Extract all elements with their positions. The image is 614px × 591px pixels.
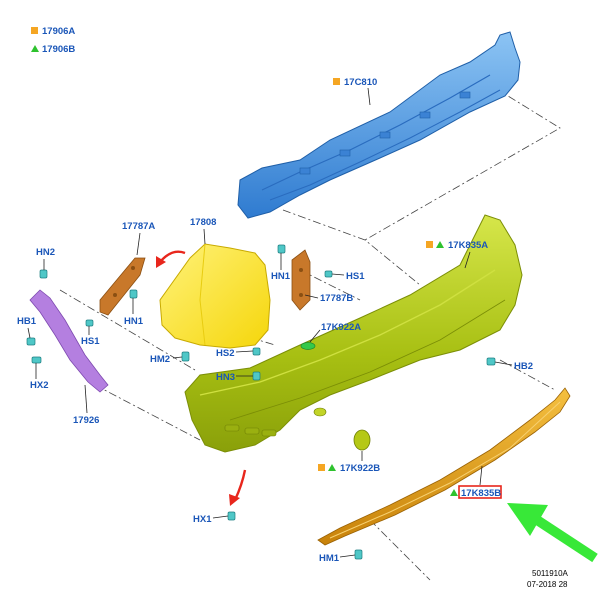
square-marker <box>318 464 325 471</box>
clip-hs2[interactable] <box>252 347 261 356</box>
clip-hn1-left[interactable] <box>129 289 138 299</box>
triangle-marker <box>436 241 444 248</box>
label-17787b: 17787B <box>304 293 353 304</box>
triangle-marker <box>450 489 458 496</box>
part-number-17787a: 17787A <box>122 221 155 232</box>
label-17k922a: 17K922A <box>309 322 361 343</box>
label-17k922b: 17K922B <box>318 451 380 474</box>
red-arrow-hx1 <box>233 469 247 501</box>
label-17c810: 17C810 <box>333 77 377 106</box>
fastener-label-hm1: HM1 <box>319 553 340 564</box>
clip-hb2[interactable] <box>486 357 496 366</box>
red-arrowhead-extension <box>156 256 166 268</box>
label-17k835a: 17K835A <box>426 240 488 269</box>
plug-17k922a[interactable] <box>300 342 316 350</box>
fastener-label-hn2: HN2 <box>36 247 55 258</box>
fastener-label-hx2: HX2 <box>30 380 48 391</box>
fastener-label-hs2: HS2 <box>216 348 234 359</box>
label-17926: 17926 <box>73 384 99 426</box>
fasteners <box>26 244 496 560</box>
part-number-17c810: 17C810 <box>344 77 377 88</box>
bracket-17787a[interactable] <box>99 257 146 316</box>
part-number-17k835a: 17K835A <box>448 240 488 251</box>
square-marker <box>333 78 340 85</box>
square-marker <box>426 241 433 248</box>
bumper-cover-17k835a[interactable] <box>184 214 523 453</box>
clip-hx2[interactable] <box>31 356 42 364</box>
clip-hs1-left[interactable] <box>85 319 94 327</box>
legend: 17906A 17906B <box>31 26 75 55</box>
fastener-label-hn3: HN3 <box>216 372 235 383</box>
clip-hn2[interactable] <box>39 269 48 279</box>
energy-absorber-17c810[interactable] <box>237 31 521 219</box>
legend-code-17906a: 17906A <box>42 26 75 37</box>
legend-triangle-marker <box>31 45 39 52</box>
drawing-number: 5011910A <box>532 569 569 578</box>
fastener-labels: HN2 HB1 HX2 HS1 HN1 HN1 HS1 HM2 HS2 HN3 … <box>17 247 533 564</box>
clip-hn1-right[interactable] <box>277 244 286 254</box>
clip-hm2[interactable] <box>181 351 190 362</box>
reinforcement-17926[interactable] <box>29 289 109 393</box>
clip-hs1-right[interactable] <box>324 270 333 278</box>
part-number-17926: 17926 <box>73 415 99 426</box>
clip-hb1[interactable] <box>26 337 36 346</box>
clip-hn3[interactable] <box>252 371 261 381</box>
clip-hm1[interactable] <box>354 549 363 560</box>
fastener-label-hb1: HB1 <box>17 316 37 327</box>
label-17808: 17808 <box>190 217 216 245</box>
legend-code-17906b: 17906B <box>42 44 75 55</box>
date-code: 07-2018 28 <box>527 580 568 589</box>
green-pointer-arrow <box>507 503 598 563</box>
clip-hx1[interactable] <box>227 511 236 521</box>
red-arrowhead-hx1 <box>229 494 240 506</box>
fastener-label-hb2: HB2 <box>514 361 533 372</box>
extension-17808[interactable] <box>159 243 271 349</box>
red-arrow-extension <box>159 250 186 263</box>
label-17787a: 17787A <box>122 221 155 256</box>
fastener-label-hn1-right: HN1 <box>271 271 291 282</box>
highlight-box-17k835b <box>458 485 502 499</box>
triangle-marker <box>328 464 336 471</box>
part-number-17k835b: 17K835B <box>461 488 501 499</box>
lower-trim-17k835b[interactable] <box>317 387 571 546</box>
fastener-label-hn1-left: HN1 <box>124 316 144 327</box>
fastener-label-hs1-left: HS1 <box>81 336 100 347</box>
part-number-17k922b: 17K922B <box>340 463 380 474</box>
part-number-17808: 17808 <box>190 217 216 228</box>
label-17k835b: 17K835B <box>450 465 502 499</box>
part-number-17k922a: 17K922A <box>321 322 361 333</box>
bracket-17787b[interactable] <box>291 249 311 311</box>
fastener-label-hm2: HM2 <box>150 354 170 365</box>
footer: 5011910A 07-2018 28 <box>527 569 569 589</box>
assembly-lines <box>59 87 561 581</box>
plug-17k922b[interactable] <box>353 429 371 451</box>
part-number-17787b: 17787B <box>320 293 353 304</box>
fastener-label-hx1: HX1 <box>193 514 212 525</box>
legend-square-marker <box>31 27 38 34</box>
fastener-label-hs1-right: HS1 <box>346 271 365 282</box>
